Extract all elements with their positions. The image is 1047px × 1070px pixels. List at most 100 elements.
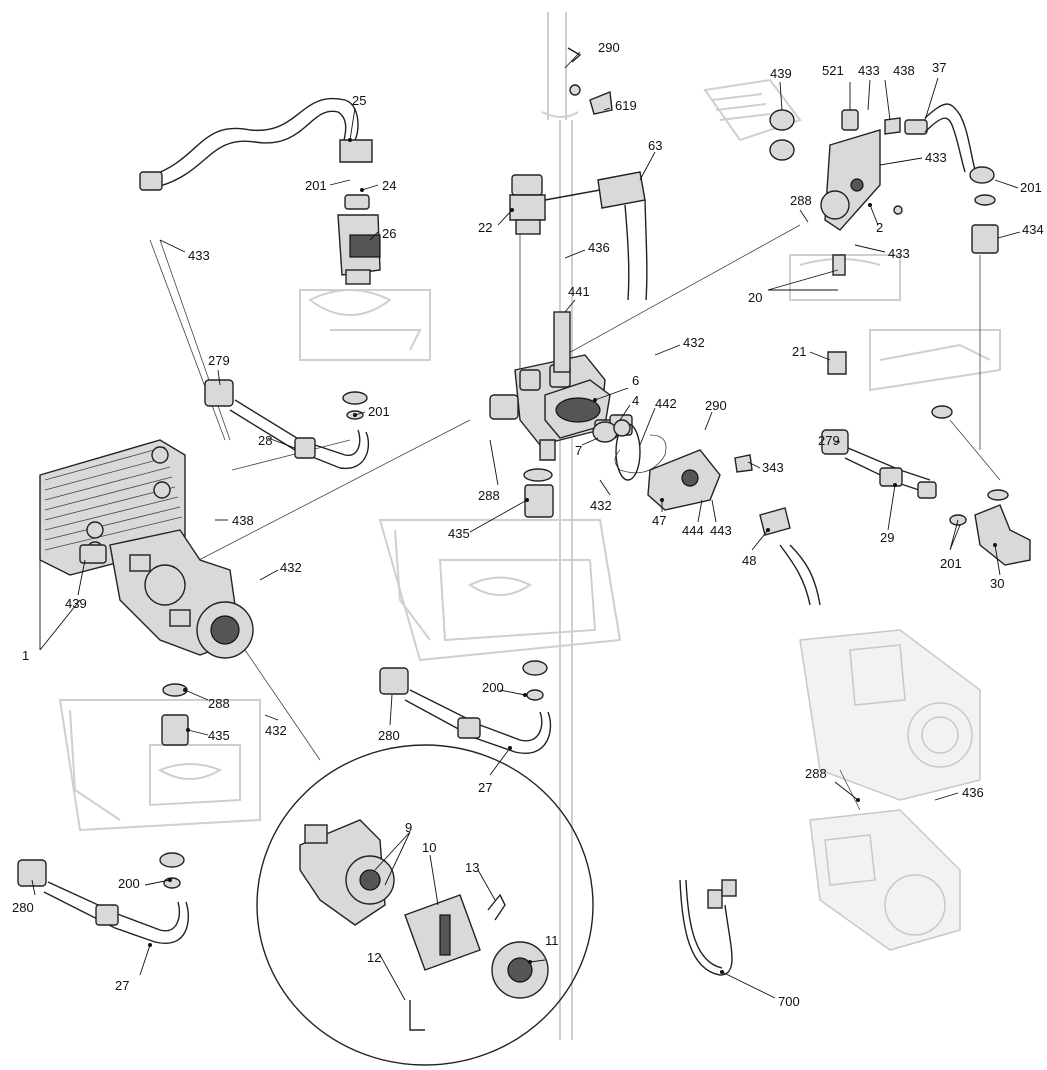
callout-label: 433	[188, 248, 210, 263]
callout-label: 444	[682, 523, 704, 538]
callout-label: 201	[940, 556, 962, 571]
callout-label: 288	[208, 696, 230, 711]
clip-290-top[interactable]	[567, 47, 582, 63]
callout-label: 433	[888, 246, 910, 261]
callout-label: 343	[762, 460, 784, 475]
sensor-441[interactable]	[553, 311, 571, 373]
callout-label: 435	[448, 526, 470, 541]
part-20-21[interactable]	[827, 254, 847, 375]
part-343[interactable]	[734, 454, 753, 473]
callout-label: 521	[822, 63, 844, 78]
callout-label: 37	[932, 60, 946, 75]
callout-label: 432	[265, 723, 287, 738]
callout-label: 201	[305, 178, 327, 193]
callout-label: 24	[382, 178, 396, 193]
callout-label: 436	[588, 240, 610, 255]
callout-label: 10	[422, 840, 436, 855]
top-right-block-2[interactable]	[769, 109, 903, 231]
cartridge-10[interactable]	[404, 894, 481, 971]
callout-label: 433	[925, 150, 947, 165]
leader-dots	[148, 138, 997, 974]
callout-label: 280	[378, 728, 400, 743]
callout-label: 288	[790, 193, 812, 208]
callout-label: 439	[65, 596, 87, 611]
callout-label: 21	[792, 344, 806, 359]
callout-label: 441	[568, 284, 590, 299]
valve-body-9[interactable]	[299, 819, 395, 926]
callout-label: 201	[1020, 180, 1042, 195]
callout-label: 20	[748, 290, 762, 305]
callout-label: 288	[478, 488, 500, 503]
callout-label: 26	[382, 226, 396, 241]
fitting-434[interactable]	[971, 194, 999, 254]
pipe-25[interactable]	[139, 97, 373, 191]
callout-label: 201	[368, 404, 390, 419]
pipe-28[interactable]	[204, 379, 370, 469]
callout-label: 47	[652, 513, 666, 528]
callout-label: 288	[805, 766, 827, 781]
callout-label: 9	[405, 820, 412, 835]
fitting-435-left[interactable]	[161, 683, 189, 746]
callout-label: 22	[478, 220, 492, 235]
pipe-27-left[interactable]	[17, 852, 189, 945]
pipe-63[interactable]	[597, 171, 648, 301]
callout-label: 27	[478, 780, 492, 795]
detail-oval	[256, 744, 594, 1066]
callout-label: 443	[710, 523, 732, 538]
callout-label: 432	[590, 498, 612, 513]
callout-label: 436	[962, 785, 984, 800]
callout-label: 29	[880, 530, 894, 545]
callout-label: 11	[545, 933, 559, 948]
callout-label: 4	[632, 393, 639, 408]
callout-label: 63	[648, 138, 662, 153]
callout-label: 438	[232, 513, 254, 528]
valve-22[interactable]	[509, 174, 601, 235]
callout-label: 432	[280, 560, 302, 575]
clip-12[interactable]	[409, 1000, 425, 1031]
callout-label: 290	[705, 398, 727, 413]
callout-label: 7	[575, 443, 582, 458]
callout-label: 25	[352, 93, 366, 108]
callout-label: 442	[655, 396, 677, 411]
motor-11[interactable]	[491, 941, 549, 999]
pipe-37[interactable]	[904, 103, 995, 184]
valve-26[interactable]	[337, 194, 381, 285]
callout-label: 619	[615, 98, 637, 113]
callout-label: 279	[818, 433, 840, 448]
callout-label: 280	[12, 900, 34, 915]
callout-label: 290	[598, 40, 620, 55]
callout-label: 435	[208, 728, 230, 743]
part-30[interactable]	[931, 405, 1031, 566]
ghost-outlines	[58, 12, 1001, 1040]
callout-label: 438	[893, 63, 915, 78]
callout-label: 434	[1022, 222, 1044, 237]
pump-cover-47[interactable]	[647, 449, 721, 511]
callout-label: 27	[115, 978, 129, 993]
callout-label: 200	[118, 876, 140, 891]
callout-label: 432	[683, 335, 705, 350]
hydraulic-block-left[interactable]	[109, 529, 254, 659]
callout-label: 279	[208, 353, 230, 368]
callout-label: 48	[742, 553, 756, 568]
sensor-48[interactable]	[759, 507, 821, 606]
cable-700[interactable]	[679, 879, 737, 976]
fitting-435-center[interactable]	[523, 468, 554, 518]
clip-13[interactable]	[487, 893, 506, 921]
fitting-619[interactable]	[569, 84, 613, 115]
callout-label: 12	[367, 950, 381, 965]
callout-label: 2	[876, 220, 883, 235]
callout-label: 30	[990, 576, 1004, 591]
leader-lines	[31, 51, 1021, 1001]
callout-labels: 290 619 439 521 433 438 37 25 63 433 201…	[12, 40, 1044, 1009]
callout-label: 6	[632, 373, 639, 388]
callout-label: 28	[258, 433, 272, 448]
parts-4-7[interactable]	[592, 419, 631, 443]
callout-label: 13	[465, 860, 479, 875]
callout-label: 1	[22, 648, 29, 663]
callout-label: 200	[482, 680, 504, 695]
callout-label: 700	[778, 994, 800, 1009]
callout-label: 433	[858, 63, 880, 78]
callout-label: 439	[770, 66, 792, 81]
pipe-27-center[interactable]	[379, 660, 552, 755]
